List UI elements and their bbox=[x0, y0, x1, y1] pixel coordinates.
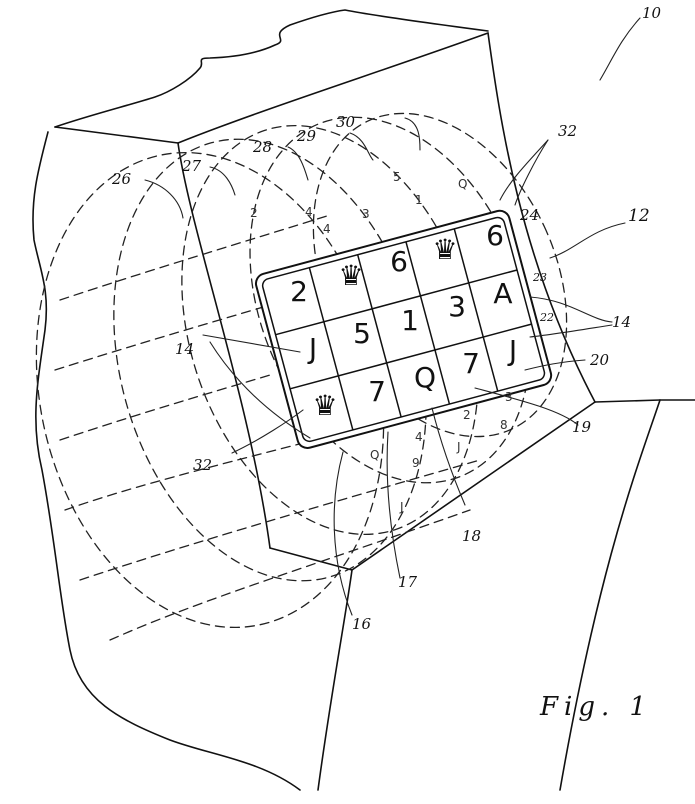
reel5-row3-symbol: J bbox=[508, 334, 518, 367]
pedestal-left-edge bbox=[317, 569, 353, 791]
hidden-symbol: 9 bbox=[412, 456, 420, 470]
hidden-symbol: 5 bbox=[393, 170, 401, 184]
hidden-symbol: 4 bbox=[305, 205, 313, 219]
hidden-symbol: J bbox=[457, 440, 461, 454]
cabinet-front-left-edge bbox=[177, 142, 271, 549]
pedestal-right-edge bbox=[559, 399, 661, 791]
ref-30: 30 bbox=[336, 113, 356, 131]
reel5-row2-symbol: A bbox=[493, 277, 513, 310]
ref-26: 26 bbox=[112, 170, 132, 188]
hidden-symbol: 3 bbox=[362, 207, 370, 221]
cabinet-left-top-edge bbox=[54, 126, 179, 144]
cabinet-left-outline bbox=[32, 131, 301, 791]
ref-14-left: 14 bbox=[175, 340, 195, 358]
hidden-symbol: 8 bbox=[500, 418, 508, 432]
hidden-symbol: 3 bbox=[505, 390, 513, 404]
ref-29: 29 bbox=[297, 127, 317, 145]
hidden-symbol: Q bbox=[370, 448, 380, 462]
hidden-symbol: 4 bbox=[323, 222, 331, 236]
reel5-row1-symbol: 6 bbox=[486, 219, 504, 252]
reel2-row3-symbol: 7 bbox=[368, 375, 386, 408]
ref-23: 23 bbox=[533, 271, 547, 284]
hidden-symbol: 2 bbox=[250, 206, 258, 220]
ref-22: 22 bbox=[540, 311, 554, 324]
pedestal-right-ledge bbox=[594, 399, 695, 403]
cabinet-front-top-edge bbox=[177, 32, 489, 144]
reel2-row1-crown-icon: ♛ bbox=[338, 259, 364, 292]
reel3-row2-symbol: 1 bbox=[401, 304, 419, 337]
ref-18: 18 bbox=[462, 527, 482, 545]
reel4-row3-symbol: 7 bbox=[462, 347, 480, 380]
ref-12: 12 bbox=[628, 206, 650, 226]
hidden-symbol: 1 bbox=[415, 193, 423, 207]
hidden-symbol: J bbox=[400, 500, 404, 514]
reel4-row2-symbol: 3 bbox=[448, 290, 466, 323]
ref-28: 28 bbox=[253, 138, 273, 156]
ref-19: 19 bbox=[572, 418, 592, 436]
ref-10: 10 bbox=[642, 4, 662, 22]
reel1-row1-symbol: 2 bbox=[290, 275, 308, 308]
ref-20: 20 bbox=[590, 351, 610, 369]
hidden-symbol: 4 bbox=[415, 430, 423, 444]
ref-17: 17 bbox=[398, 573, 418, 591]
hidden-symbol: Q bbox=[458, 177, 468, 191]
reel2-row2-symbol: 5 bbox=[353, 317, 371, 350]
ref-16: 16 bbox=[352, 615, 372, 633]
ref-27: 27 bbox=[182, 157, 202, 175]
reel3-row3-symbol: Q bbox=[413, 361, 437, 394]
reel4-row1-crown-icon: ♛ bbox=[432, 233, 458, 266]
reel1-row3-crown-icon: ♛ bbox=[312, 389, 338, 422]
ref-32-bottom: 32 bbox=[193, 456, 213, 474]
ref-32-top: 32 bbox=[558, 122, 578, 140]
reel3-row1-symbol: 6 bbox=[390, 245, 408, 278]
hidden-symbol: 2 bbox=[463, 408, 471, 422]
reel1-row2-symbol: J bbox=[308, 332, 318, 365]
ref-24: 24 bbox=[520, 206, 540, 224]
ref-14-right: 14 bbox=[612, 313, 632, 331]
figure-caption: Fig. 1 bbox=[540, 692, 653, 722]
cabinet-top-edge bbox=[54, 9, 489, 128]
